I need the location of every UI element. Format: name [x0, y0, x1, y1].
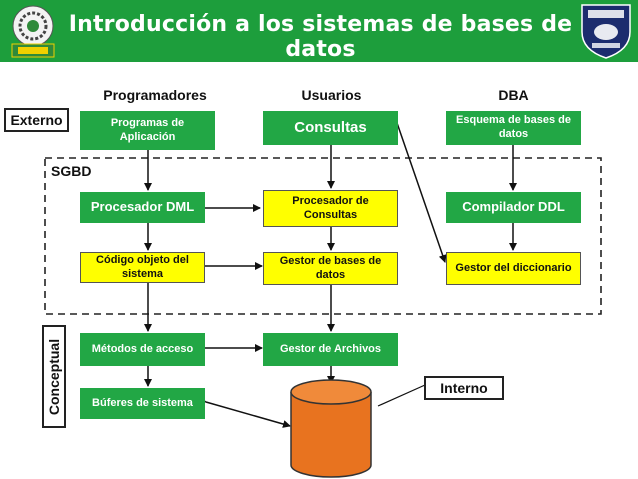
arrow-queries-to-dictionary — [395, 119, 447, 263]
ddl-compiler-box: Compilador DDL — [446, 192, 581, 223]
sgbd-boundary — [44, 157, 602, 315]
column-label-programmers: Programadores — [103, 87, 207, 103]
internal-label: Interno — [424, 376, 504, 400]
dictionary-manager-box: Gestor del diccionario — [446, 252, 581, 285]
arrow-internal-label — [377, 384, 426, 407]
application-programs-box: Programas de Aplicación — [80, 111, 215, 150]
object-code-box: Código objeto del sistema — [80, 252, 205, 283]
header-bar — [0, 0, 638, 62]
arrow-buffers-database — [198, 396, 291, 428]
slide-title: Introducción a los sistemas de bases de … — [68, 12, 573, 62]
conceptual-label: Conceptual — [42, 325, 66, 428]
shield-crest-icon — [578, 2, 634, 60]
db-schema-box: Esquema de bases de datos — [446, 111, 581, 145]
sgbd-label: SGBD — [51, 163, 92, 179]
conceptual-label-text: Conceptual — [46, 338, 62, 415]
institution-seal-icon — [4, 2, 62, 60]
access-methods-box: Métodos de acceso — [80, 333, 205, 366]
external-label: Externo — [4, 108, 69, 132]
column-label-users: Usuarios — [301, 87, 362, 103]
database-cylinder-icon — [290, 379, 372, 478]
queries-box: Consultas — [263, 111, 398, 145]
column-label-dba: DBA — [498, 87, 529, 103]
system-buffers-box: Búferes de sistema — [80, 388, 205, 419]
dml-processor-box: Procesador DML — [80, 192, 205, 223]
file-manager-box: Gestor de Archivos — [263, 333, 398, 366]
query-processor-box: Procesador de Consultas — [263, 190, 398, 227]
db-manager-box: Gestor de bases de datos — [263, 252, 398, 285]
